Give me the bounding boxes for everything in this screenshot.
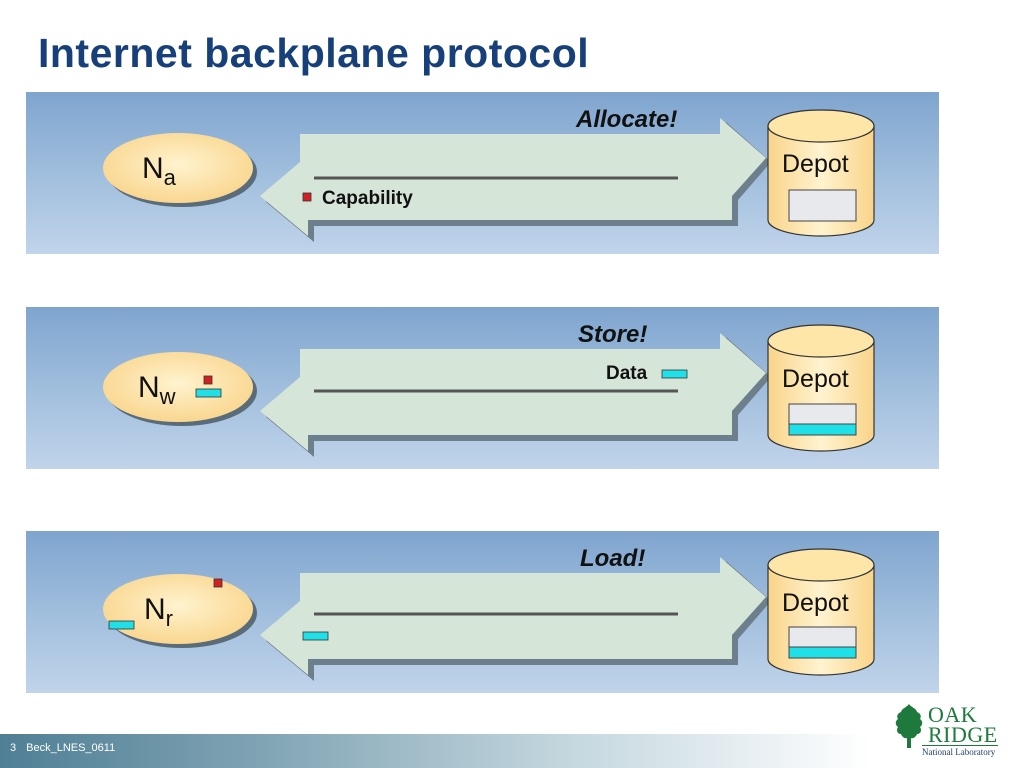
node-sub: r (165, 606, 173, 631)
action-label: Store! (578, 321, 648, 348)
slide-title: Internet backplane protocol (38, 30, 590, 76)
depot-stored-data (788, 646, 857, 659)
depot-label: Depot (782, 589, 849, 617)
panel-store: Store! Nw Data Depot (26, 307, 939, 469)
logo-line2: RIDGE (928, 722, 998, 747)
arrow-label: Capability (322, 188, 413, 209)
depot-stored-data (788, 423, 857, 436)
node-main: N (144, 593, 166, 626)
node-oval (103, 133, 253, 203)
node-label: Nr (144, 593, 173, 632)
capability-square (302, 192, 312, 202)
data-block (661, 369, 688, 379)
arrow-label: Data (606, 363, 648, 384)
logo-divider (922, 745, 998, 746)
data-block (302, 631, 329, 641)
ornl-logo: OAK RIDGE National Laboratory (892, 700, 1004, 760)
panel-load: Load! Nr Depot (26, 531, 939, 693)
action-label: Load! (580, 545, 646, 572)
slide-id: Beck_LNES_0611 (26, 742, 116, 754)
store-diagram (103, 324, 875, 457)
data-block (195, 388, 222, 398)
capability-square (213, 578, 223, 588)
node-label: Nw (138, 371, 176, 410)
node-sub: w (159, 384, 176, 409)
depot-label: Depot (782, 150, 849, 178)
logo-line1: OAK (928, 702, 978, 727)
node-oval (103, 574, 253, 644)
depot-label: Depot (782, 365, 849, 393)
slide-number: 3 (10, 742, 17, 754)
load-diagram (103, 548, 875, 681)
depot-cylinder (767, 109, 875, 237)
allocate-diagram (103, 109, 875, 242)
node-sub: a (163, 165, 176, 190)
data-block (108, 620, 135, 630)
depot-cylinder (767, 548, 875, 676)
node-main: N (142, 152, 164, 185)
depot-cylinder (767, 324, 875, 452)
capability-square (203, 375, 213, 385)
footer-bar (0, 734, 1024, 768)
node-main: N (138, 371, 160, 404)
logo-line3: National Laboratory (922, 747, 996, 757)
oak-leaf-icon (895, 704, 923, 748)
footer-text: 3 Beck_LNES_0611 (10, 742, 125, 754)
node-oval (103, 352, 253, 422)
panel-allocate: Allocate! Na Capability Depot (26, 92, 939, 254)
node-label: Na (142, 152, 176, 191)
transfer-arrow (260, 557, 766, 675)
action-label: Allocate! (576, 106, 678, 133)
